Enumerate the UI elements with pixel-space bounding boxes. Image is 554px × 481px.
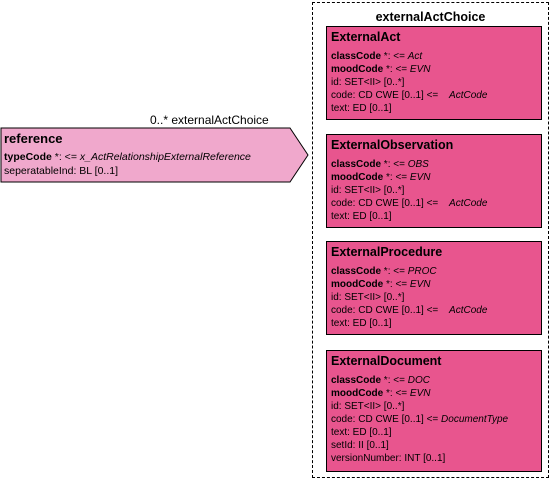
attr-classcode: classCode *: <= Act — [331, 51, 423, 62]
attr-code: code: CD CWE [0..1] <= ActCode — [331, 305, 488, 316]
reference-class[interactable]: reference typeCode *: <= x_ActRelationsh… — [4, 131, 294, 178]
attr-code: code: CD CWE [0..1] <= ActCode — [331, 198, 488, 209]
attr-moodcode: moodCode *: <= EVN — [331, 172, 431, 183]
association-label: 0..* externalActChoice — [150, 113, 269, 127]
attr-text: text: ED [0..1] — [331, 103, 392, 114]
reference-attr-seperatableind: seperatableInd: BL [0..1] — [4, 165, 119, 177]
attr-code: code: CD CWE [0..1] <= ActCode — [331, 90, 488, 101]
attr-code: code: CD CWE [0..1] <= DocumentType — [331, 414, 509, 425]
class-title: ExternalObservation — [331, 138, 454, 152]
attr-moodcode: moodCode *: <= EVN — [331, 279, 431, 290]
class-external-observation[interactable]: ExternalObservation classCode *: <= OBS … — [326, 134, 542, 228]
class-title: ExternalAct — [331, 30, 401, 44]
attr-classcode: classCode *: <= DOC — [331, 375, 430, 386]
attr-moodcode: moodCode *: <= EVN — [331, 64, 431, 75]
attr-moodcode: moodCode *: <= EVN — [331, 388, 431, 399]
choice-title: externalActChoice — [375, 10, 486, 24]
attr-id: id: SET<II> [0..*] — [331, 401, 405, 412]
class-external-procedure[interactable]: ExternalProcedure classCode *: <= PROC m… — [326, 241, 542, 335]
reference-attr-typecode: typeCode *: <= x_ActRelationshipExternal… — [4, 151, 251, 163]
attr-text: text: ED [0..1] — [331, 427, 392, 438]
class-title: ExternalDocument — [331, 354, 442, 368]
attr-setid: setId: II [0..1] — [331, 440, 389, 451]
external-act-choice: externalActChoice — [312, 2, 549, 478]
class-external-act[interactable]: ExternalAct classCode *: <= Act moodCode… — [326, 26, 542, 120]
class-title: ExternalProcedure — [331, 245, 443, 259]
attr-id: id: SET<II> [0..*] — [331, 292, 405, 303]
reference-title: reference — [4, 131, 63, 146]
class-external-document[interactable]: ExternalDocument classCode *: <= DOC moo… — [326, 350, 542, 472]
attr-text: text: ED [0..1] — [331, 318, 392, 329]
attr-versionnumber: versionNumber: INT [0..1] — [331, 453, 446, 464]
attr-id: id: SET<II> [0..*] — [331, 185, 405, 196]
attr-id: id: SET<II> [0..*] — [331, 77, 405, 88]
attr-text: text: ED [0..1] — [331, 211, 392, 222]
attr-classcode: classCode *: <= OBS — [331, 159, 429, 170]
attr-classcode: classCode *: <= PROC — [331, 266, 437, 277]
